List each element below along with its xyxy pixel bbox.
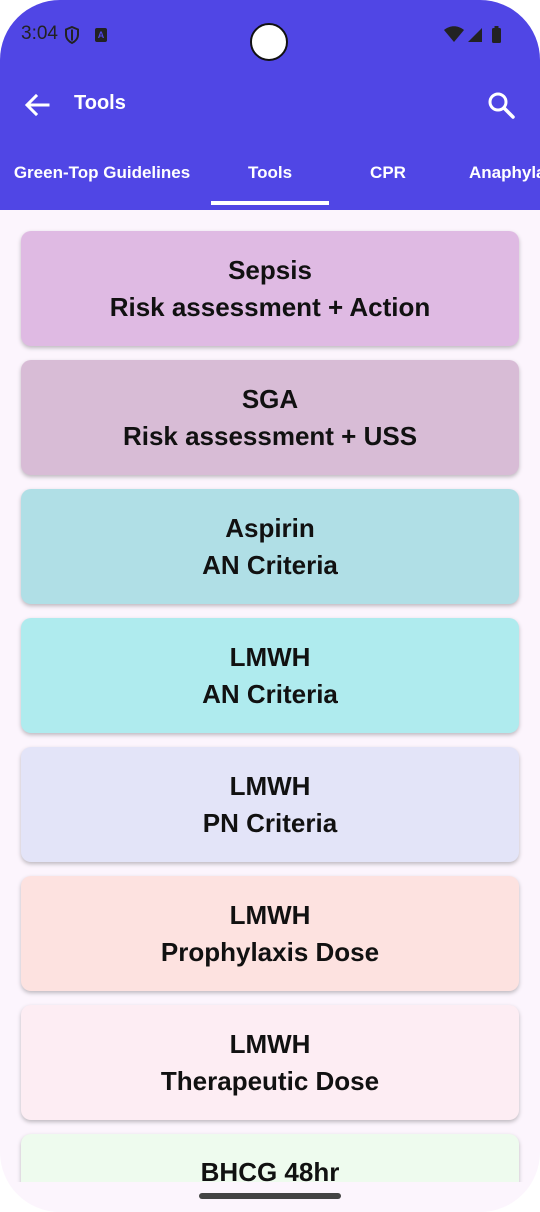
card-subtitle: Risk assessment + Action bbox=[109, 291, 431, 322]
status-time: 3:04 bbox=[21, 23, 58, 44]
tool-card-lmwh-an[interactable]: LMWH AN Criteria bbox=[21, 618, 519, 733]
arrow-back-icon[interactable] bbox=[22, 90, 52, 120]
tool-card-lmwh-therapeutic[interactable]: LMWH Therapeutic Dose bbox=[21, 1005, 519, 1120]
gesture-nav-handle[interactable] bbox=[199, 1193, 341, 1199]
search-icon[interactable] bbox=[486, 90, 516, 120]
card-title: SGA bbox=[241, 383, 299, 414]
shield-icon bbox=[65, 26, 79, 44]
card-subtitle: Therapeutic Dose bbox=[160, 1065, 380, 1096]
card-subtitle: AN Criteria bbox=[202, 549, 338, 580]
card-subtitle: AN Criteria bbox=[202, 678, 338, 709]
page-title: Tools bbox=[74, 92, 126, 114]
card-title: BHCG 48hr bbox=[200, 1157, 340, 1182]
tab-bar: Green-Top Guidelines Tools CPR Anaphyla bbox=[0, 146, 540, 210]
card-title: Aspirin bbox=[225, 512, 315, 543]
tab-tools[interactable]: Tools bbox=[247, 163, 293, 182]
card-title: Sepsis bbox=[228, 254, 312, 285]
wifi-icon bbox=[444, 26, 464, 42]
tab-cpr[interactable]: CPR bbox=[370, 163, 406, 182]
signal-icon bbox=[468, 28, 482, 42]
a-badge-icon: A bbox=[95, 28, 107, 42]
tab-green-top-guidelines[interactable]: Green-Top Guidelines bbox=[13, 163, 191, 182]
card-subtitle: Prophylaxis Dose bbox=[160, 936, 380, 967]
status-icons bbox=[444, 26, 501, 43]
tool-card-bhcg[interactable]: BHCG 48hr bbox=[21, 1134, 519, 1182]
tab-anaphylaxis[interactable]: Anaphyla bbox=[469, 163, 540, 182]
tool-card-sepsis[interactable]: Sepsis Risk assessment + Action bbox=[21, 231, 519, 346]
camera-cutout bbox=[250, 23, 288, 61]
tool-card-sga[interactable]: SGA Risk assessment + USS bbox=[21, 360, 519, 475]
tool-card-lmwh-pn[interactable]: LMWH PN Criteria bbox=[21, 747, 519, 862]
tool-card-lmwh-prophylaxis[interactable]: LMWH Prophylaxis Dose bbox=[21, 876, 519, 991]
card-title: LMWH bbox=[229, 770, 311, 801]
card-subtitle: Risk assessment + USS bbox=[122, 420, 418, 451]
app-bar: 3:04 A Tools Gre bbox=[0, 0, 540, 210]
tool-card-aspirin[interactable]: Aspirin AN Criteria bbox=[21, 489, 519, 604]
battery-icon bbox=[492, 28, 501, 43]
card-title: LMWH bbox=[229, 899, 311, 930]
tools-list[interactable]: Sepsis Risk assessment + Action SGA Risk… bbox=[0, 210, 540, 1182]
card-title: LMWH bbox=[229, 1028, 311, 1059]
toolbar: Tools bbox=[0, 72, 540, 136]
tab-indicator bbox=[211, 201, 329, 205]
status-bar: 3:04 A bbox=[0, 0, 540, 70]
card-title: LMWH bbox=[229, 641, 311, 672]
card-subtitle: PN Criteria bbox=[202, 807, 338, 838]
